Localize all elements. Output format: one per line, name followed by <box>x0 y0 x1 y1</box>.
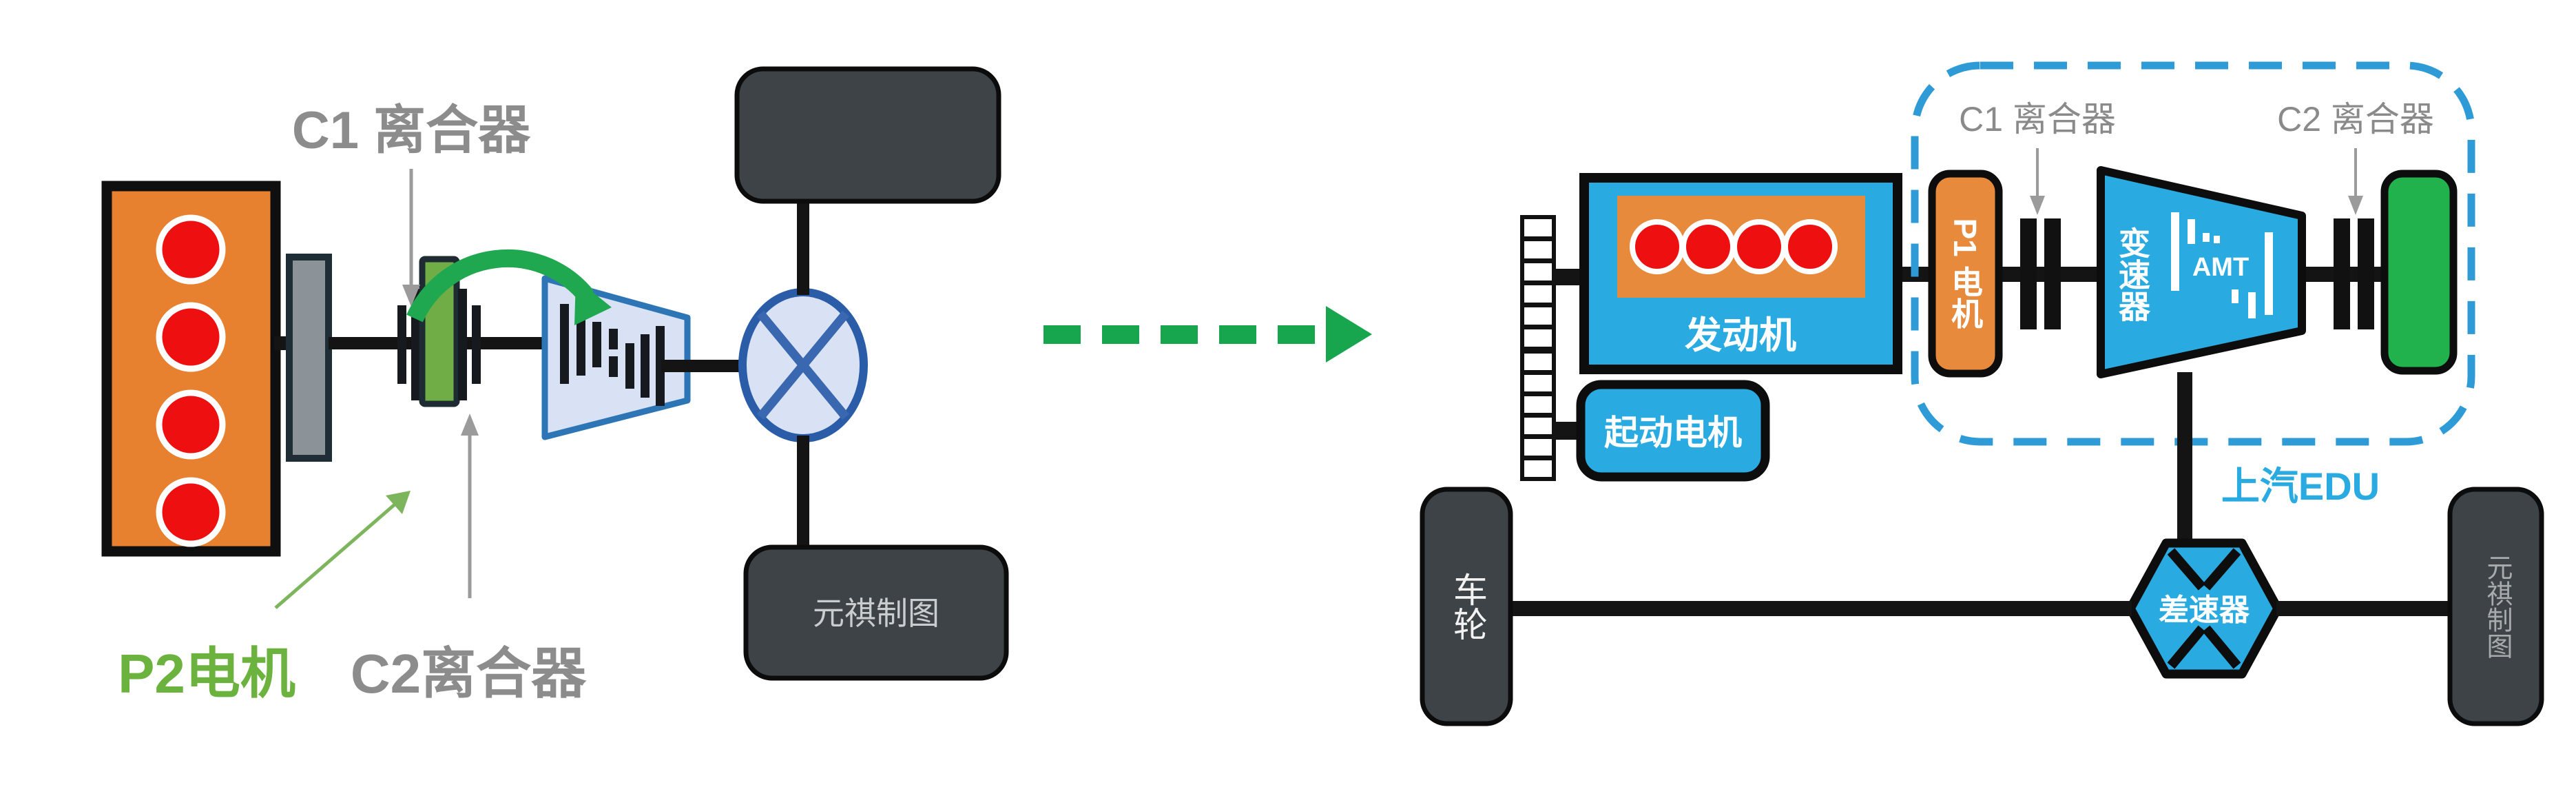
c1-clutch-callout: C1 离合器 <box>1959 100 2116 215</box>
watermark-text: 元祺制图 <box>2482 554 2512 659</box>
gearbox-output-shaft <box>2177 372 2192 544</box>
cross-line <box>756 310 850 420</box>
engine-block-icon <box>101 181 281 557</box>
cylinder-icon <box>156 477 226 547</box>
p1-body <box>1928 170 2003 378</box>
c2-clutch-label: C2 离合器 <box>2277 100 2434 139</box>
clutch-plate <box>397 305 406 384</box>
engine-box: 发动机 <box>1579 173 1902 374</box>
output-shaft <box>661 360 745 372</box>
rotation-arrow-icon <box>406 249 612 325</box>
watermark-text: 元祺制图 <box>813 595 939 631</box>
c2-clutch-callout: C2离合器 <box>351 414 587 704</box>
axle-left <box>1508 601 2132 616</box>
engine-label: 发动机 <box>1685 315 1796 356</box>
wheel-body <box>2447 487 2544 726</box>
edu-label: 上汽EDU <box>2221 465 2380 508</box>
c2-clutch-label: C2离合器 <box>351 643 587 704</box>
gearbox-housing <box>2097 166 2306 378</box>
gearbox-label: 变速器 <box>2115 227 2150 322</box>
gearbox-type-label: AMT <box>2192 253 2249 282</box>
c2-clutch-callout: C2 离合器 <box>2277 100 2434 215</box>
wheel-body <box>743 544 1009 681</box>
c1-clutch-label: C1 离合器 <box>292 101 531 160</box>
arrow-up-right-icon <box>386 491 411 514</box>
wheel-left: 车轮 <box>1420 487 1513 726</box>
c1-clutch-label: C1 离合器 <box>1959 100 2116 139</box>
arrow-head <box>574 278 612 325</box>
p2-motor-box <box>2380 170 2458 375</box>
c1-clutch-icon <box>2020 218 2061 329</box>
arrow-down-icon <box>2030 196 2045 215</box>
wheel-label: 车轮 <box>1448 572 1487 641</box>
edu-dashed-container <box>1911 61 2475 446</box>
cylinder-icon <box>156 389 226 460</box>
arrow-up-icon <box>461 414 479 436</box>
transition-arrow-icon <box>1043 306 1372 363</box>
halfshaft-bottom <box>797 436 809 547</box>
p1-motor-box: P1 电机 <box>1928 170 2003 378</box>
p1-motor-label: P1 电机 <box>1947 218 1983 329</box>
arrow-down-icon <box>2348 196 2363 215</box>
cylinder-icon <box>156 302 226 372</box>
c2-clutch-icon <box>458 289 481 400</box>
starter-motor-label: 起动电机 <box>1604 414 1742 452</box>
clutch-plate <box>472 305 481 384</box>
right-diagram: 发动机 起动电机 P1 电机 C1 离合器 变速器 <box>1420 61 2544 726</box>
bevel-line <box>2167 548 2206 591</box>
arrow-down-icon <box>402 285 420 307</box>
c1-clutch-callout: C1 离合器 <box>292 101 531 307</box>
differential-icon <box>738 288 868 442</box>
differential-label: 差速器 <box>2159 593 2250 627</box>
wheel-top <box>734 66 1001 204</box>
bevel-line <box>2202 625 2241 669</box>
gearbox-icon <box>541 275 691 440</box>
p2-motor-label: P2电机 <box>118 643 295 704</box>
flywheel-icon <box>286 254 332 462</box>
gear-bars <box>560 304 665 406</box>
clutch-plate <box>458 289 467 400</box>
belt-ladder-icon <box>1520 215 1556 481</box>
cylinder-icon <box>1681 219 1736 274</box>
wheel-right: 元祺制图 <box>2447 487 2544 726</box>
gear-bars <box>2171 212 2273 318</box>
cylinder-icon <box>1630 219 1685 274</box>
cylinder-icon <box>1732 219 1787 274</box>
c2-clutch-icon <box>2334 218 2374 329</box>
wheel-bottom: 元祺制图 <box>743 544 1009 681</box>
cylinder-icon <box>156 214 226 285</box>
arrow-head <box>1326 306 1372 363</box>
starter-body <box>1576 380 1770 482</box>
bevel-line <box>2167 625 2206 669</box>
wheel-body <box>1420 487 1513 726</box>
halfshaft-top <box>797 201 809 295</box>
bevel-line <box>2202 548 2241 591</box>
arc <box>406 249 594 323</box>
axle-right <box>2276 601 2451 616</box>
p2-body <box>2380 170 2458 375</box>
starter-motor-box: 起动电机 <box>1576 380 1770 482</box>
gearbox-box: 变速器 AMT <box>2097 166 2306 378</box>
cylinder-icon <box>1783 219 1838 274</box>
differential-box: 差速器 <box>2126 538 2283 679</box>
left-diagram: 元祺制图 C1 离合器 P2电机 C2离合器 <box>101 66 1009 704</box>
leader-line <box>274 503 396 609</box>
p2-motor-callout: P2电机 <box>118 491 411 704</box>
